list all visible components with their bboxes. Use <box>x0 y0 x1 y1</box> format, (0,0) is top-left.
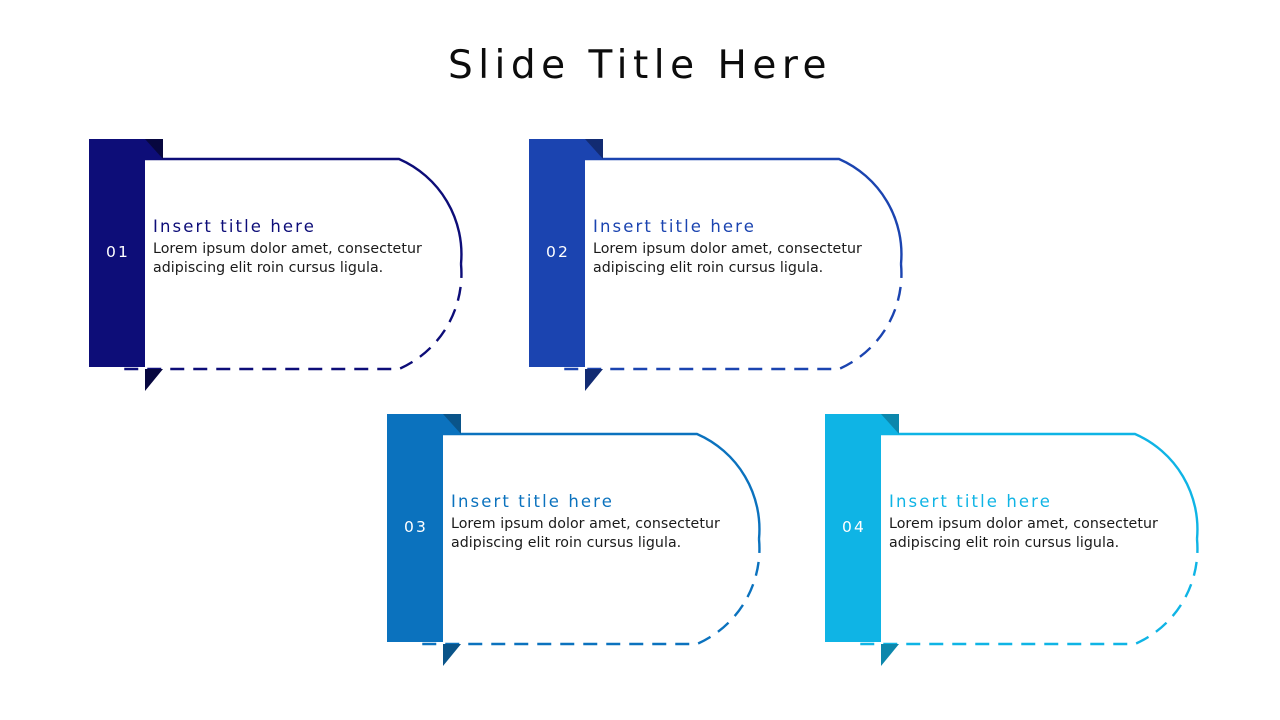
ribbon-fold-top-shadow-02 <box>585 139 603 159</box>
card-02[interactable]: 02 Insert title here Lorem ipsum dolor a… <box>529 139 969 391</box>
card-03[interactable]: 03 Insert title here Lorem ipsum dolor a… <box>387 414 827 666</box>
ribbon-fold-bottom-shadow-04 <box>881 644 899 666</box>
pill-outline-solid-01 <box>117 157 463 265</box>
pill-outline-solid-04 <box>853 432 1199 540</box>
ribbon-bar-01 <box>89 139 145 367</box>
card-text-block-03: Insert title here Lorem ipsum dolor amet… <box>451 492 771 552</box>
pill-outline-dashed-04 <box>853 538 1199 646</box>
card-number-03: 03 <box>403 518 429 536</box>
card-number-02: 02 <box>545 243 571 261</box>
card-body-04: Lorem ipsum dolor amet, consectetur adip… <box>889 515 1158 551</box>
ribbon-bar-03 <box>387 414 443 642</box>
card-text-block-02: Insert title here Lorem ipsum dolor amet… <box>593 217 913 277</box>
ribbon-bar-02 <box>529 139 585 367</box>
card-04[interactable]: 04 Insert title here Lorem ipsum dolor a… <box>825 414 1265 666</box>
card-heading-01: Insert title here <box>153 217 316 236</box>
card-number-04: 04 <box>841 518 867 536</box>
pill-outline-dashed-02 <box>557 263 903 371</box>
ribbon-fold-top-shadow-04 <box>881 414 899 434</box>
card-body-02: Lorem ipsum dolor amet, consectetur adip… <box>593 240 862 276</box>
card-graphic-02 <box>529 139 903 391</box>
pill-outline-dashed-03 <box>415 538 761 646</box>
card-heading-03: Insert title here <box>451 492 614 511</box>
pill-outline-dashed-01 <box>117 263 463 371</box>
pill-outline-solid-02 <box>557 157 903 265</box>
ribbon-fold-top-shadow-01 <box>145 139 163 159</box>
card-graphic-03 <box>387 414 761 666</box>
ribbon-fold-top-shadow-03 <box>443 414 461 434</box>
pill-outline-solid-03 <box>415 432 761 540</box>
ribbon-fold-bottom-shadow-01 <box>145 369 163 391</box>
card-number-01: 01 <box>105 243 131 261</box>
card-text-block-01: Insert title here Lorem ipsum dolor amet… <box>153 217 473 277</box>
card-text-block-04: Insert title here Lorem ipsum dolor amet… <box>889 492 1209 552</box>
card-body-01: Lorem ipsum dolor amet, consectetur adip… <box>153 240 422 276</box>
card-graphic-04 <box>825 414 1199 666</box>
card-heading-02: Insert title here <box>593 217 756 236</box>
ribbon-fold-bottom-shadow-02 <box>585 369 603 391</box>
ribbon-fold-bottom-shadow-03 <box>443 644 461 666</box>
ribbon-bar-04 <box>825 414 881 642</box>
card-body-03: Lorem ipsum dolor amet, consectetur adip… <box>451 515 720 551</box>
card-graphic-01 <box>89 139 463 391</box>
card-01[interactable]: 01 Insert title here Lorem ipsum dolor a… <box>89 139 529 391</box>
page-title: Slide Title Here <box>447 43 833 88</box>
card-heading-04: Insert title here <box>889 492 1052 511</box>
